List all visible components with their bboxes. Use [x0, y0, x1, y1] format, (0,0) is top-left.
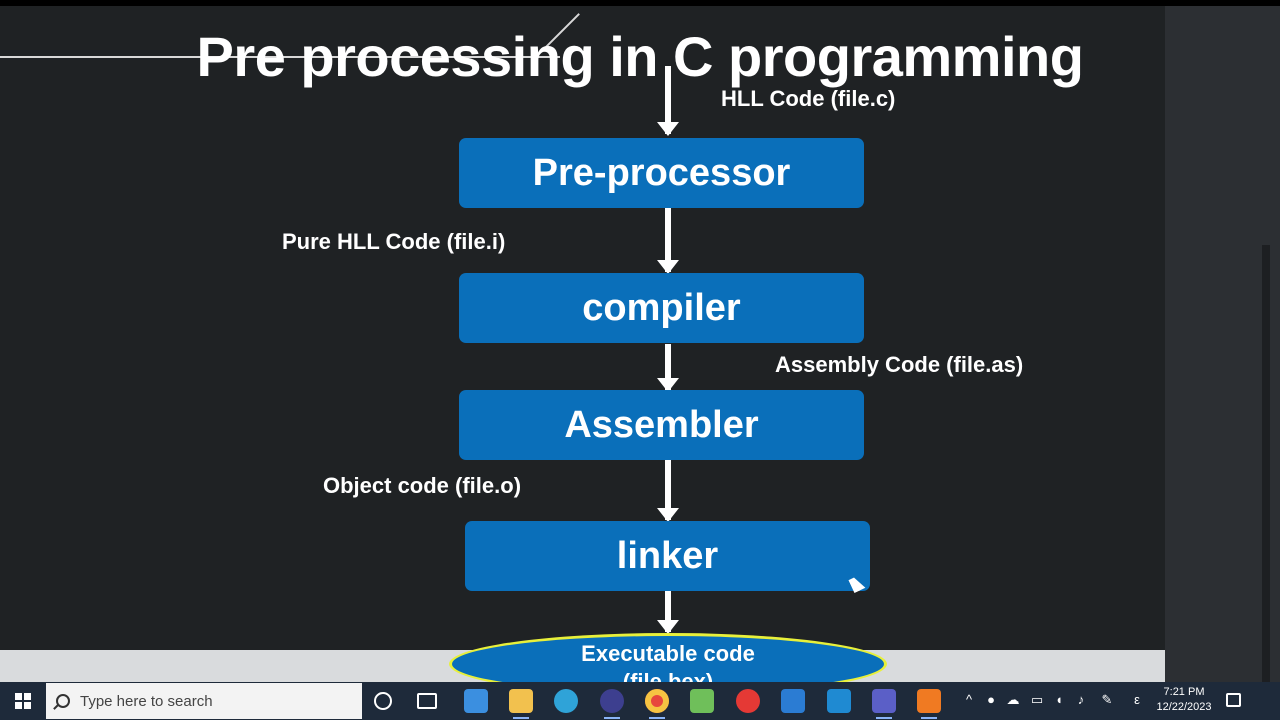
executable-label: Executable code — [581, 641, 755, 666]
taskbar: Type here to search ^ ● ☁ ▭ ◖ ♪ ✎ ε 7:21… — [0, 682, 1280, 720]
stage-assembler: Assembler — [459, 390, 864, 460]
scrollbar[interactable] — [1262, 245, 1270, 685]
file-explorer-icon[interactable] — [509, 689, 533, 719]
search-icon — [56, 694, 70, 708]
taskbar-search-box[interactable]: Type here to search — [46, 683, 362, 719]
teams-icon[interactable] — [872, 689, 896, 719]
arrow-down-icon — [657, 206, 679, 274]
decorative-line — [0, 56, 560, 58]
clock-time: 7:21 PM — [1163, 686, 1205, 698]
chevron-up-icon[interactable]: ^ — [965, 692, 973, 707]
arrow-down-icon — [657, 590, 679, 634]
speaker-icon[interactable]: ♪ — [1077, 692, 1085, 707]
chrome-icon[interactable] — [645, 689, 669, 719]
arrow-down-icon — [657, 66, 679, 136]
windows-logo-icon — [15, 693, 31, 709]
clock-date: 12/22/2023 — [1156, 701, 1212, 713]
media-icon[interactable] — [736, 689, 760, 713]
label-assembly-code: Assembly Code (file.as) — [775, 352, 1024, 377]
right-side-panel — [1165, 6, 1280, 682]
stage-preprocessor: Pre-processor — [459, 138, 864, 208]
stage-linker: linker — [465, 521, 870, 591]
slide-title: Pre processing in C programming — [196, 25, 1084, 88]
microphone-icon[interactable]: ● — [987, 692, 995, 707]
battery-icon[interactable]: ▭ — [1030, 692, 1044, 707]
cloud-icon[interactable]: ☁ — [1006, 692, 1020, 707]
presentation-slide: Pre processing in C programming Pre-proc… — [0, 6, 1165, 682]
task-view-icon[interactable] — [417, 693, 437, 709]
language-icon[interactable]: ε — [1134, 692, 1140, 707]
clock[interactable]: 7:21 PM 12/22/2023 — [1154, 685, 1214, 715]
app-icon-orange[interactable] — [917, 689, 941, 719]
vscode-icon[interactable] — [827, 689, 851, 713]
start-button[interactable] — [0, 682, 46, 720]
mail-icon[interactable] — [781, 689, 805, 713]
pen-icon[interactable]: ✎ — [1101, 692, 1113, 707]
notepad-icon[interactable] — [690, 689, 714, 713]
label-pure-hll-code: Pure HLL Code (file.i) — [282, 229, 506, 254]
label-hll-code: HLL Code (file.c) — [721, 86, 896, 111]
store-icon[interactable] — [464, 689, 488, 713]
stage-compiler: compiler — [459, 273, 864, 343]
arrow-down-icon — [657, 344, 679, 392]
volume-icon[interactable]: ◖ — [1055, 692, 1063, 707]
search-placeholder: Type here to search — [80, 692, 213, 710]
cortana-icon[interactable] — [374, 692, 392, 710]
notification-icon[interactable] — [1226, 693, 1241, 707]
label-object-code: Object code (file.o) — [323, 473, 522, 498]
arrow-down-icon — [657, 460, 679, 522]
app-icon[interactable] — [600, 689, 624, 719]
edge-icon[interactable] — [554, 689, 578, 713]
